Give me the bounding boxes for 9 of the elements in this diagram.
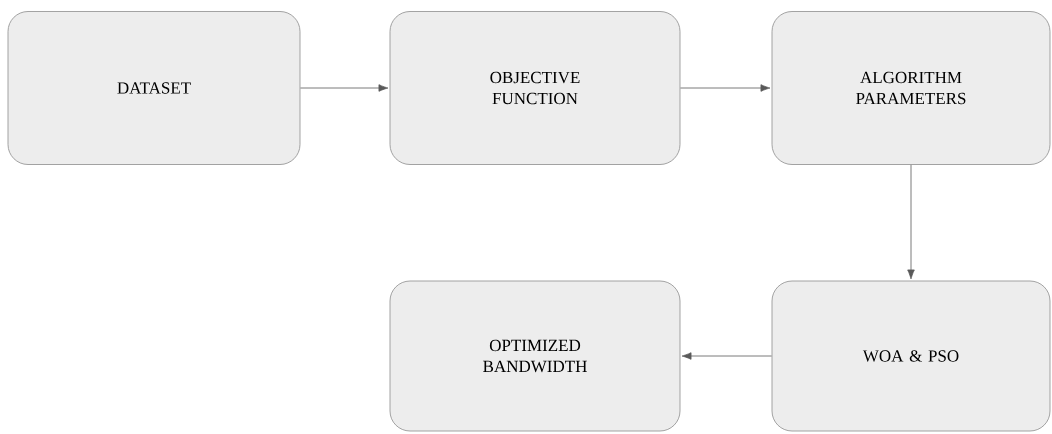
arrow (907, 164, 915, 280)
process-box: OPTIMIZED BANDWIDTH (389, 280, 681, 432)
arrow (681, 352, 772, 360)
process-box: DATASET (7, 11, 301, 165)
process-box: OBJECTIVE FUNCTION (389, 11, 681, 165)
process-box: ALGORITHM PARAMETERS (771, 11, 1051, 165)
arrow (680, 84, 771, 92)
process-box: WOA & PSO (771, 280, 1051, 432)
arrow (300, 84, 389, 92)
